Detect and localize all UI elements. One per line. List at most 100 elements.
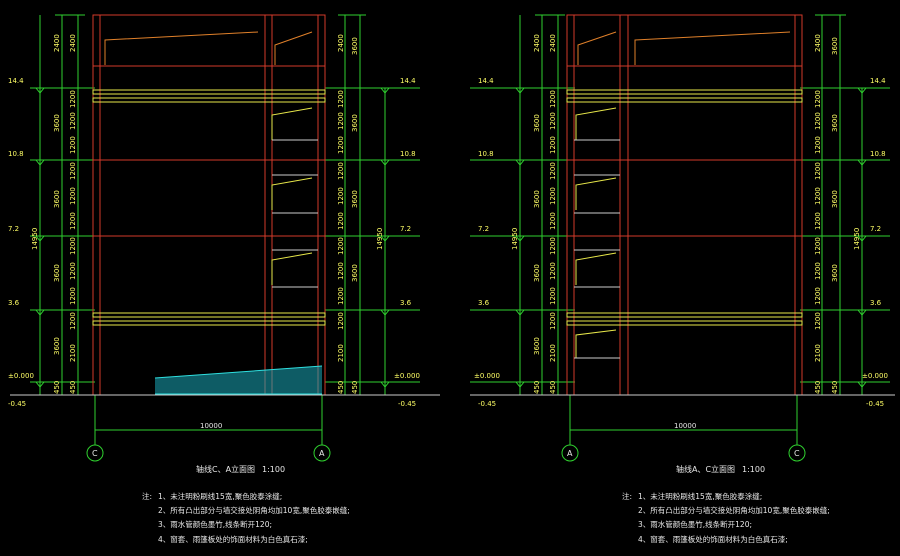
dim-inner-r: 2100 xyxy=(337,344,345,362)
notes-heading: 注: xyxy=(622,491,632,501)
dim-inner: 1200 xyxy=(549,237,557,255)
dim-inner: 1200 xyxy=(69,136,77,154)
dim-right: 450 xyxy=(831,381,839,394)
dim-inner-r: 1200 xyxy=(337,212,345,230)
dim-inner-r: 1200 xyxy=(814,162,822,180)
dim-left: 450 xyxy=(53,381,61,394)
level-label: 7.2 xyxy=(870,225,881,233)
dim-inner: 1200 xyxy=(549,212,557,230)
dim-inner-r: 1200 xyxy=(814,312,822,330)
dim-left: 3600 xyxy=(53,190,61,208)
level-label: 3.6 xyxy=(8,299,20,307)
dim-inner: 1200 xyxy=(549,312,557,330)
dim-left: 2400 xyxy=(53,34,61,52)
note-item: 4、窗套、雨篷板处的饰面材料为白色真石漆; xyxy=(158,534,308,544)
dim-inner: 2100 xyxy=(549,344,557,362)
level-label: 14.4 xyxy=(8,77,24,85)
level-label: -0.45 xyxy=(478,400,496,408)
dim-left: 3600 xyxy=(533,114,541,132)
dim-inner-r: 1200 xyxy=(337,136,345,154)
dim-inner: 1200 xyxy=(549,112,557,130)
dim-left: 450 xyxy=(533,381,541,394)
dim-inner: 1200 xyxy=(69,112,77,130)
level-label: ±0.000 xyxy=(394,372,420,380)
level-label: ±0.000 xyxy=(474,372,500,380)
dim-inner: 1200 xyxy=(69,212,77,230)
level-ticks-left xyxy=(30,14,420,396)
dim-inner: 2400 xyxy=(69,34,77,52)
dim-inner: 1200 xyxy=(69,262,77,280)
level-label: ±0.000 xyxy=(862,372,888,380)
axis-label: A xyxy=(319,449,325,458)
overall-width: 10000 xyxy=(674,422,696,430)
dim-left: 3600 xyxy=(533,264,541,282)
level-label: 3.6 xyxy=(400,299,412,307)
note-item: 2、所有凸出部分与墙交接处阴角均加10宽,聚色胶泰嵌缝; xyxy=(158,505,350,515)
level-label: 3.6 xyxy=(478,299,490,307)
note-item: 1、未注明粉刷线15宽,聚色胶泰涂缝; xyxy=(638,491,762,501)
elevation-title: 轴线C、A立面图 xyxy=(196,464,255,474)
overall-width: 10000 xyxy=(200,422,222,430)
notes-right: 注: 1、未注明粉刷线15宽,聚色胶泰涂缝; 2、所有凸出部分与墙交接处阴角均加… xyxy=(622,491,830,544)
dim-right: 3600 xyxy=(351,37,359,55)
dim-inner: 1200 xyxy=(549,136,557,154)
dim-inner-r: 450 xyxy=(337,381,345,394)
dim-inner-r: 1200 xyxy=(337,262,345,280)
dim-left: 3600 xyxy=(533,337,541,355)
dim-inner-r: 1200 xyxy=(337,187,345,205)
dimension-text-layer: 14.4 10.8 7.2 3.6 ±0.000 -0.45 14.4 10.8… xyxy=(8,34,888,544)
elevation-title: 轴线A、C立面图 xyxy=(676,464,735,474)
dim-inner: 450 xyxy=(549,381,557,394)
dim-right: 3600 xyxy=(351,114,359,132)
dim-inner-r: 1200 xyxy=(814,287,822,305)
dim-left: 3600 xyxy=(53,337,61,355)
level-label: 10.8 xyxy=(478,150,494,158)
dim-inner: 2400 xyxy=(549,34,557,52)
level-label: -0.45 xyxy=(398,400,416,408)
dim-inner-r: 450 xyxy=(814,381,822,394)
level-label: 10.8 xyxy=(8,150,24,158)
dim-inner: 1200 xyxy=(549,262,557,280)
dim-inner: 2100 xyxy=(69,344,77,362)
ramp-railing xyxy=(154,365,323,395)
dim-inner-r: 1200 xyxy=(337,162,345,180)
elevation-scale: 1:100 xyxy=(262,465,285,474)
elevation-left xyxy=(10,14,440,462)
dim-inner-r: 1200 xyxy=(814,136,822,154)
dim-left: 3600 xyxy=(533,190,541,208)
dim-inner: 450 xyxy=(69,381,77,394)
dim-inner: 1200 xyxy=(69,237,77,255)
dim-inner-r: 1200 xyxy=(814,212,822,230)
dim-right: 3600 xyxy=(351,190,359,208)
level-label: 14.4 xyxy=(478,77,494,85)
dim-inner-r: 1200 xyxy=(814,262,822,280)
dim-right: 3600 xyxy=(831,264,839,282)
dim-inner: 1200 xyxy=(549,162,557,180)
dim-inner: 1200 xyxy=(549,90,557,108)
dim-left: 3600 xyxy=(53,264,61,282)
dim-inner: 1200 xyxy=(69,287,77,305)
dim-inner: 1200 xyxy=(69,187,77,205)
dim-inner: 1200 xyxy=(549,287,557,305)
dim-left: 3600 xyxy=(53,114,61,132)
note-item: 3、雨水管颜色墨竹,线条断开120; xyxy=(638,519,752,529)
level-label: -0.45 xyxy=(866,400,884,408)
dim-total: 14950 xyxy=(376,228,384,250)
dim-inner-r: 1200 xyxy=(814,112,822,130)
dim-inner-r: 1200 xyxy=(814,187,822,205)
note-item: 1、未注明粉刷线15宽,聚色胶泰涂缝; xyxy=(158,491,282,501)
level-label: 14.4 xyxy=(400,77,416,85)
dim-inner-r: 1200 xyxy=(814,90,822,108)
level-label: 10.8 xyxy=(400,150,416,158)
dim-inner-r: 1200 xyxy=(337,112,345,130)
dim-left: 2400 xyxy=(533,34,541,52)
note-item: 3、雨水管颜色墨竹,线条断开120; xyxy=(158,519,272,529)
dim-total: 14950 xyxy=(31,228,39,250)
dim-inner-r: 1200 xyxy=(814,237,822,255)
notes-heading: 注: xyxy=(142,491,152,501)
dim-right: 3600 xyxy=(831,114,839,132)
dim-inner: 1200 xyxy=(549,187,557,205)
level-label: 7.2 xyxy=(478,225,489,233)
note-item: 4、窗套、雨篷板处的饰面材料为白色真石漆; xyxy=(638,534,788,544)
